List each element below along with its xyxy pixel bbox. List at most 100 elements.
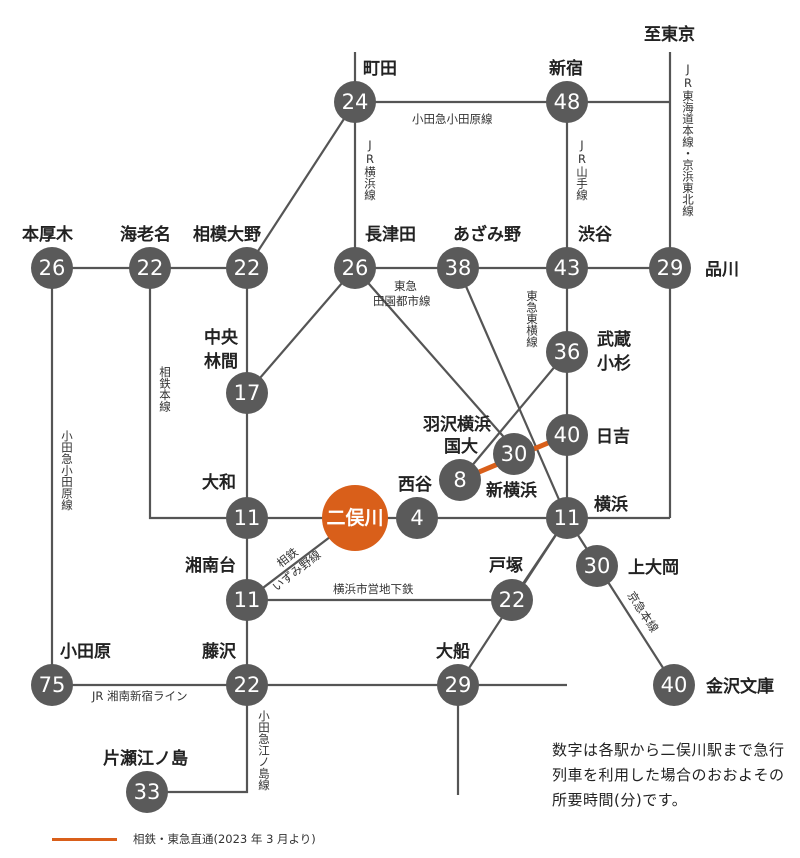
name-shibuya: 渋谷 (578, 224, 613, 245)
station-totsuka[interactable]: 22 (491, 579, 533, 621)
station-ebina[interactable]: 22 (129, 247, 171, 289)
name-hazawa: 羽沢横浜国大 (423, 414, 491, 457)
line-label-denentoshi: 東急田園都市線 (373, 279, 431, 308)
name-honatsugi: 本厚木 (22, 224, 74, 245)
time-kanazawabunko: 40 (661, 673, 688, 697)
name-yamato: 大和 (202, 472, 236, 493)
time-hazawa: 8 (453, 468, 466, 492)
station-kamiooka[interactable]: 30 (576, 545, 618, 587)
time-totsuka: 22 (499, 588, 526, 612)
name-odawara: 小田原 (60, 642, 111, 662)
station-honatsugi[interactable]: 26 (31, 247, 73, 289)
time-shinagawa: 29 (657, 256, 684, 280)
time-sagamiono: 22 (234, 256, 261, 280)
name-machida: 町田 (363, 59, 397, 79)
time-katasenoshima: 33 (134, 780, 161, 804)
line-label-sotetsu-main: 相鉄本線 (158, 366, 172, 412)
time-shonandai: 11 (234, 588, 261, 612)
name-ofuna: 大船 (436, 641, 470, 662)
station-shibuya[interactable]: 43 (546, 247, 588, 289)
time-machida: 24 (342, 90, 369, 114)
time-note: 数字は各駅から二俣川駅まで急行列車を利用した場合のおおよその所要時間(分)です。 (552, 741, 785, 809)
name-ebina: 海老名 (120, 224, 171, 245)
time-azamino: 38 (445, 256, 472, 280)
time-odawara: 75 (39, 673, 66, 697)
line-label-toyoko: 東急東横線 (525, 290, 539, 348)
name-azamino: あざみ野 (453, 224, 521, 245)
station-ofuna[interactable]: 29 (437, 664, 479, 706)
time-chuorinkan: 17 (234, 381, 261, 405)
subway-blue-line (456, 267, 569, 519)
name-nagatsuta: 長津田 (365, 224, 416, 245)
odakyu-diagonal (246, 101, 356, 269)
name-totsuka: 戸塚 (489, 556, 523, 576)
station-yamato[interactable]: 11 (226, 497, 268, 539)
line-label-izumino: 相鉄 いずみ野線 (270, 545, 324, 594)
name-shinyokohama: 新横浜 (486, 480, 537, 501)
name-fujisawa: 藤沢 (202, 641, 237, 662)
station-shinagawa[interactable]: 29 (649, 247, 691, 289)
station-sagamiono[interactable]: 22 (226, 247, 268, 289)
time-fujisawa: 22 (234, 673, 261, 697)
time-nagatsuta: 26 (342, 256, 369, 280)
hub-label: 二俣川 (326, 506, 383, 529)
station-machida[interactable]: 24 (334, 81, 376, 123)
station-azamino[interactable]: 38 (437, 247, 479, 289)
hazawa-kosugi (459, 351, 568, 481)
destination-label: 至東京 (644, 24, 695, 45)
station-musashikosugi[interactable]: 36 (546, 331, 588, 373)
line-label-keikyu: 京急本線 (625, 589, 662, 636)
station-katasenoshima[interactable]: 33 (126, 771, 168, 813)
time-yokohama: 11 (554, 506, 581, 530)
station-nishiya[interactable]: 4 (396, 497, 438, 539)
station-shinjuku[interactable]: 48 (546, 81, 588, 123)
line-label-yokohama-subway: 横浜市営地下鉄 (333, 582, 414, 596)
name-nishiya: 西谷 (398, 475, 433, 495)
station-kanazawabunko[interactable]: 40 (653, 664, 695, 706)
time-ofuna: 29 (445, 673, 472, 697)
station-hiyoshi[interactable]: 40 (546, 414, 588, 456)
time-nishiya: 4 (410, 506, 423, 530)
station-chuorinkan[interactable]: 17 (226, 372, 268, 414)
time-shinjuku: 48 (554, 90, 581, 114)
name-shinjuku: 新宿 (549, 58, 583, 79)
name-shonandai: 湘南台 (185, 555, 236, 576)
time-shinyokohama: 30 (501, 442, 528, 466)
time-shibuya: 43 (554, 256, 581, 280)
time-yamato: 11 (234, 506, 261, 530)
line-label-jr-yamanote: JR山手線 (575, 138, 589, 201)
enoshima-branch (147, 685, 249, 794)
station-fujisawa[interactable]: 22 (226, 664, 268, 706)
name-sagamiono: 相模大野 (193, 224, 261, 245)
line-label-jr-tokaido: JR東海道本線・京浜東北線 (681, 62, 695, 217)
time-musashikosugi: 36 (554, 340, 581, 364)
station-futamatagawa[interactable]: 二俣川 (322, 485, 388, 551)
time-hiyoshi: 40 (554, 423, 581, 447)
name-musashikosugi: 武蔵小杉 (597, 329, 631, 374)
line-label-jr-yokohama: JR横浜線 (363, 138, 377, 201)
denentoshi-diagonal (246, 267, 356, 394)
nagatsuta-shinyokohama (354, 267, 518, 453)
station-hazawa[interactable]: 8 (439, 459, 481, 501)
station-shinyokohama[interactable]: 30 (493, 433, 535, 475)
time-ebina: 22 (137, 256, 164, 280)
station-yokohama[interactable]: 11 (546, 497, 588, 539)
line-label-odakyu-west: 小田急小田原線 (60, 430, 74, 511)
svg-text:京急本線: 京急本線 (625, 589, 662, 636)
line-label-odakyu-top: 小田急小田原線 (412, 112, 493, 126)
time-honatsugi: 26 (39, 256, 66, 280)
name-katasenoshima: 片瀬江ノ島 (103, 748, 188, 769)
line-label-odakyu-enoshima: 小田急江ノ島線 (257, 710, 271, 791)
station-odawara[interactable]: 75 (31, 664, 73, 706)
sotetsu-main-line (148, 268, 247, 520)
station-nagatsuta[interactable]: 26 (334, 247, 376, 289)
legend-swatch (52, 837, 117, 841)
station-shonandai[interactable]: 11 (226, 579, 268, 621)
name-kamiooka: 上大岡 (628, 557, 679, 578)
time-kamiooka: 30 (584, 554, 611, 578)
keikyu-line (566, 517, 675, 686)
name-hiyoshi: 日吉 (596, 427, 630, 447)
name-chuorinkan: 中央林間 (204, 327, 239, 372)
name-yokohama: 横浜 (594, 494, 628, 515)
